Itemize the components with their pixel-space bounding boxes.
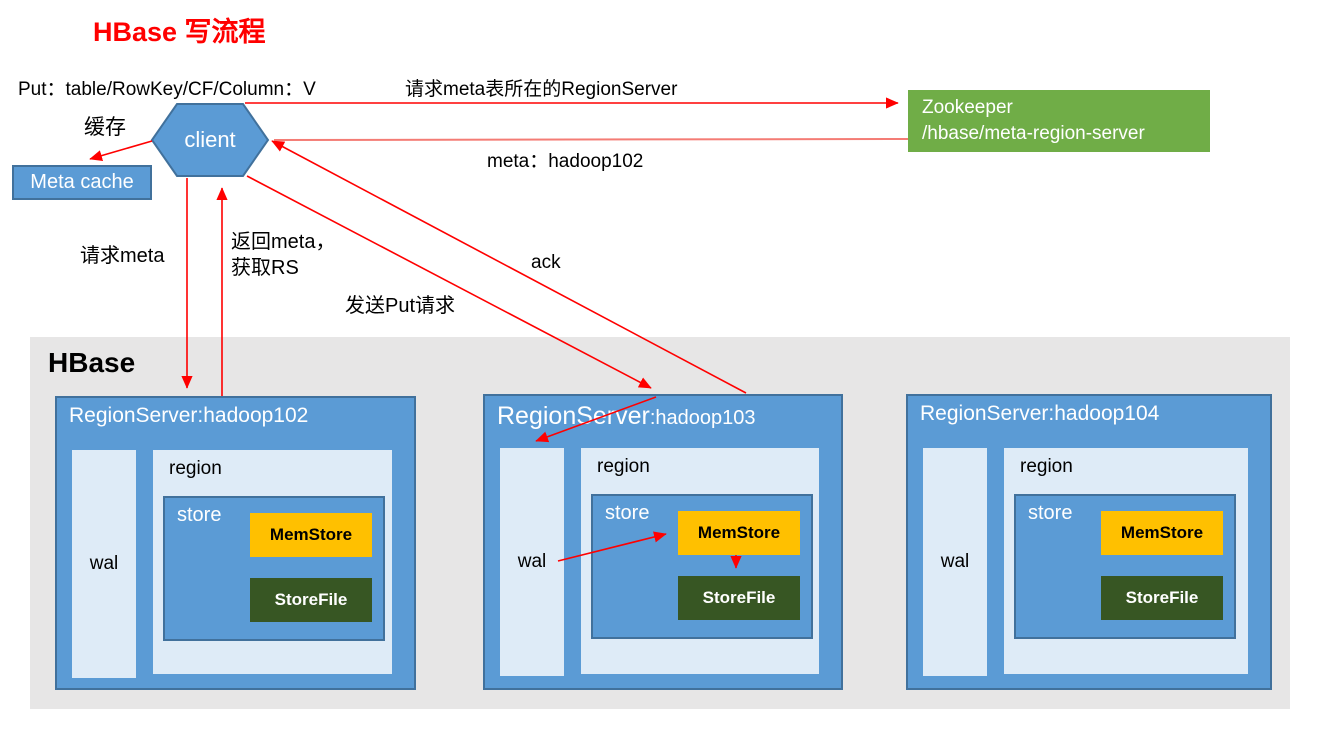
store-label: store [1028,502,1073,524]
regionserver-hadoop103-title-prefix: RegionServer [497,402,650,430]
regionserver-hadoop102: RegionServer:hadoop102 wal region store … [55,396,416,690]
store-label: store [177,504,222,526]
store-box: store MemStore StoreFile [1014,494,1236,639]
region-box: region store MemStore StoreFile [581,448,819,674]
hbase-container: HBase RegionServer:hadoop102 wal region … [30,337,1290,709]
regionserver-hadoop104-title: RegionServer:hadoop104 [920,402,1160,425]
meta-cache-node: Meta cache [12,165,152,200]
store-label: store [605,502,650,524]
memstore-box: MemStore [678,511,800,555]
return-meta-label: 返回meta， 获取RS [231,229,335,281]
send-put-label: 发送Put请求 [345,295,456,317]
cache-label: 缓存 [84,116,126,139]
page-title: HBase 写流程 [93,17,266,47]
regionserver-hadoop103: RegionServer:hadoop103 wal region store … [483,394,843,690]
wal-box: wal [72,450,136,678]
regionserver-hadoop103-title-suffix: :hadoop103 [649,407,756,429]
request-meta-rs-label: 请求meta表所在的RegionServer [405,79,678,100]
storefile-box: StoreFile [678,576,800,620]
request-meta-label: 请求meta [80,245,165,267]
return-meta-line1: 返回meta， [231,231,336,253]
regionserver-hadoop104: RegionServer:hadoop104 wal region store … [906,394,1272,690]
storefile-box: StoreFile [250,578,372,622]
storefile-box: StoreFile [1101,576,1223,620]
store-box: store MemStore StoreFile [163,496,385,641]
memstore-box: MemStore [1101,511,1223,555]
return-meta-line2: 获取RS [231,257,299,279]
zookeeper-path: /hbase/meta-region-server [922,123,1145,144]
arrow-client-to-metacache [89,140,153,162]
wal-box: wal [923,448,987,676]
memstore-box: MemStore [250,513,372,557]
region-label: region [169,458,222,479]
region-label: region [1020,456,1073,477]
regionserver-hadoop103-title: RegionServer:hadoop103 [497,402,756,431]
ack-label: ack [531,252,561,273]
client-hexagon-icon [150,103,270,177]
wal-box: wal [500,448,564,676]
put-annotation: Put：table/RowKey/CF/Column：V [18,79,316,100]
zookeeper-node: Zookeeper /hbase/meta-region-server [908,90,1210,152]
hbase-label: HBase [48,347,136,378]
line-zookeeper-to-client [273,138,909,141]
region-label: region [597,456,650,477]
region-box: region store MemStore StoreFile [153,450,392,674]
client-node: client [184,127,236,152]
store-box: store MemStore StoreFile [591,494,813,639]
zookeeper-title: Zookeeper [922,97,1013,118]
meta-result-label: meta：hadoop102 [487,151,644,172]
region-box: region store MemStore StoreFile [1004,448,1248,674]
regionserver-hadoop102-title: RegionServer:hadoop102 [69,404,309,427]
